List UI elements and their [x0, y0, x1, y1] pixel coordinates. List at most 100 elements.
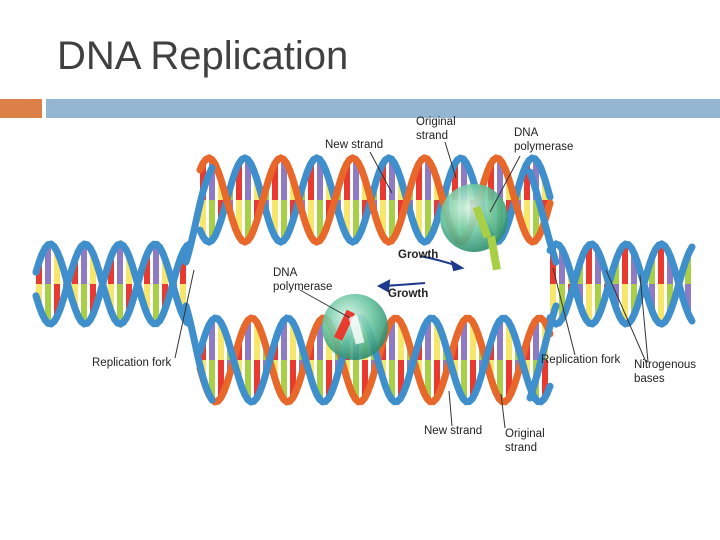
label-growth-top: Growth — [398, 249, 439, 261]
left-helix-base-6-b — [90, 284, 96, 315]
top-daughter-helix-base-8-a — [272, 163, 278, 200]
bottom-daughter-helix-base-2-b — [218, 360, 224, 398]
top-daughter-helix-base-9-a — [281, 159, 287, 200]
bottom-daughter-helix-base-21-b — [389, 360, 395, 400]
right-fork-lower — [526, 302, 560, 402]
accent-bar-blue — [46, 99, 720, 118]
left-helix-base-6-a — [90, 253, 96, 284]
left-helix-base-13-a — [153, 244, 159, 284]
leader-dna-polymerase-mid — [299, 289, 351, 319]
right-helix-base-1-a — [559, 249, 565, 284]
top-daughter-helix-base-13-a — [317, 159, 323, 200]
bottom-daughter-helix-base-5-b — [245, 360, 251, 400]
right-helix-base-11-a — [649, 257, 655, 284]
right-helix-base-9-a — [631, 253, 637, 284]
top-daughter-helix-base-9-b — [281, 200, 287, 241]
top-daughter-helix-base-1-a — [209, 159, 215, 200]
leader-nitrogenous-bases-2 — [639, 274, 649, 363]
left-helix-base-12-a — [144, 254, 150, 284]
left-helix-base-8-a — [108, 256, 114, 284]
enzyme-middle-nucleotide-2 — [348, 315, 365, 345]
right-helix-base-5-b — [595, 284, 601, 318]
top-daughter-helix-base-4-a — [236, 163, 242, 200]
top-daughter-helix-base-12-b — [308, 200, 314, 237]
right-fork-upper — [526, 168, 560, 266]
bottom-daughter-helix-base-30-b — [470, 360, 476, 398]
right-helix-base-4-a — [586, 244, 592, 284]
enzyme-top-nucleotide-2 — [487, 235, 501, 271]
accent-bar-orange — [0, 99, 42, 118]
right-helix-base-12-a — [658, 244, 664, 284]
right-helix-base-0-a — [550, 245, 556, 284]
top-daughter-helix-base-17-a — [353, 159, 359, 200]
left-helix-base-4-a — [72, 259, 78, 284]
right-helix-base-13-a — [667, 255, 673, 284]
right-helix-base-7-a — [613, 260, 619, 284]
bottom-daughter-helix-base-6-a — [254, 322, 260, 360]
bottom-daughter-helix-base-13-b — [317, 360, 323, 400]
left-helix-base-2-b — [54, 284, 60, 317]
left-helix-base-1-b — [45, 284, 51, 324]
top-daughter-helix-base-32-a — [488, 163, 494, 200]
right-helix-base-7-b — [613, 284, 619, 308]
top-daughter-helix-base-25-b — [425, 200, 431, 241]
bottom-daughter-helix-base-13-a — [317, 320, 323, 360]
top-daughter-helix-base-21-a — [389, 159, 395, 200]
label-growth-mid: Growth — [388, 288, 429, 300]
leader-dna-polymerase-top — [489, 155, 521, 213]
top-daughter-helix-base-28-a — [452, 163, 458, 200]
growth-arrowhead-middle — [376, 279, 391, 293]
top-daughter-helix-base-1-b — [209, 200, 215, 241]
leader-original-strand-top — [444, 141, 457, 179]
left-helix-base-5-a — [81, 244, 87, 284]
bottom-daughter-helix-base-29-a — [461, 320, 467, 360]
bottom-daughter-helix-base-6-b — [254, 360, 260, 398]
bottom-daughter-helix-base-26-a — [434, 322, 440, 360]
label-dna-polymerase-top: DNA polymerase — [514, 127, 574, 153]
top-daughter-helix-base-4-b — [236, 200, 242, 237]
top-daughter-helix-base-21-b — [389, 200, 395, 241]
right-helix-base-15-b — [685, 284, 691, 314]
bottom-daughter-helix-base-26-b — [434, 360, 440, 398]
label-original-strand-top: Original strand — [416, 116, 456, 142]
leader-new-strand-bottom — [448, 390, 453, 427]
leader-nitrogenous-bases-1 — [605, 269, 647, 363]
right-helix-base-9-b — [631, 284, 637, 315]
bottom-daughter-helix-base-29-b — [461, 360, 467, 400]
bottom-daughter-helix-base-9-a — [281, 320, 287, 360]
enzyme-top-nucleotide — [472, 205, 492, 239]
leader-replication-fork-right — [552, 267, 576, 356]
leader-replication-fork-left — [174, 269, 195, 359]
top-daughter-helix-base-13-b — [317, 200, 323, 241]
right-helix-base-5-a — [595, 250, 601, 284]
label-original-strand-bottom: Original strand — [505, 428, 545, 454]
top-daughter-helix-base-20-a — [380, 163, 386, 200]
bottom-daughter-helix-base-34-b — [506, 360, 512, 398]
label-nitrogenous-bases: Nitrogenous bases — [634, 359, 697, 385]
bottom-daughter-helix-base-30-a — [470, 322, 476, 360]
bottom-daughter-helix-base-9-b — [281, 360, 287, 400]
left-helix-base-9-a — [117, 244, 123, 284]
left-helix-base-2-a — [54, 251, 60, 284]
top-daughter-helix-strand-b — [196, 154, 554, 246]
leader-lines — [174, 141, 649, 429]
left-fork-lower — [182, 302, 216, 404]
top-daughter-helix-base-24-a — [416, 163, 422, 200]
top-daughter-helix-base-16-a — [344, 163, 350, 200]
top-daughter-helix-base-24-b — [416, 200, 422, 237]
right-helix-base-13-b — [667, 284, 673, 313]
bottom-daughter-helix-base-22-b — [398, 360, 404, 398]
top-daughter-helix-base-17-b — [353, 200, 359, 241]
bottom-daughter-helix-base-22-a — [398, 322, 404, 360]
bottom-daughter-helix-base-1-a — [209, 320, 215, 360]
top-daughter-helix-base-5-b — [245, 200, 251, 241]
top-daughter-helix-base-5-a — [245, 159, 251, 200]
bottom-daughter-helix-base-37-a — [533, 320, 539, 360]
bottom-daughter-helix-base-10-b — [290, 360, 296, 398]
label-new-strand-top: New strand — [325, 139, 384, 151]
top-daughter-helix-base-36-a — [524, 163, 530, 200]
right-helix-base-1-b — [559, 284, 565, 319]
right-helix-strand-b — [546, 240, 696, 328]
bottom-daughter-helix-base-25-a — [425, 320, 431, 360]
left-fork-upper — [182, 164, 216, 266]
